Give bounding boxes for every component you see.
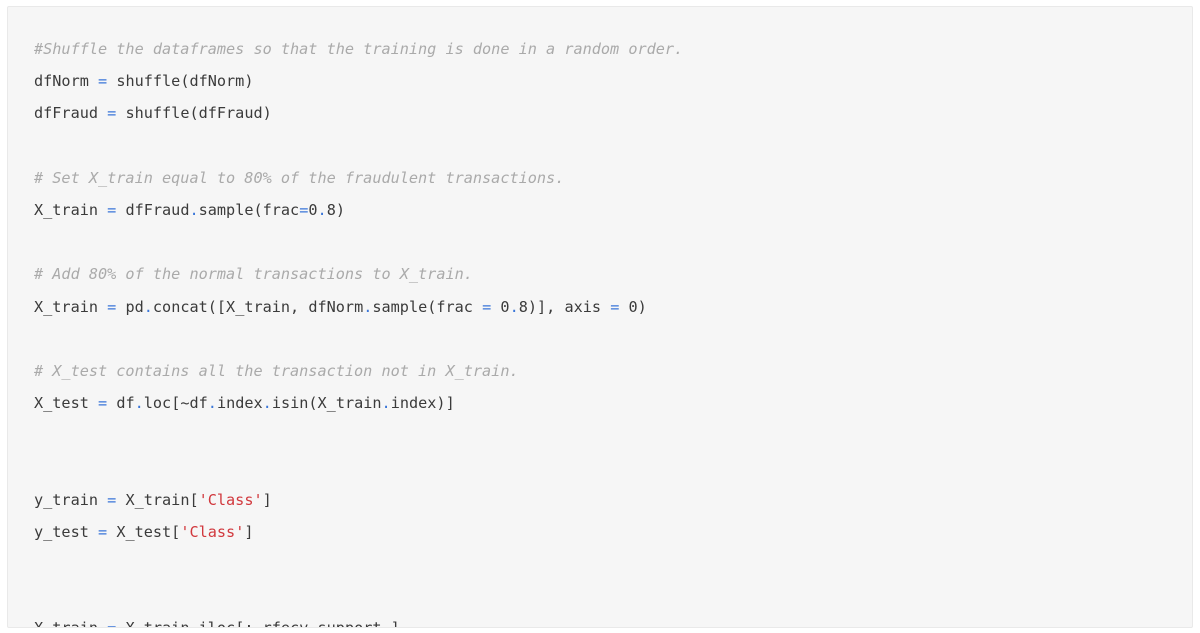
code-token-comment: # Add 80% of the normal transactions to …	[34, 265, 473, 284]
code-token-op: .	[509, 297, 519, 316]
code-token-plain: shuffle(dfNorm)	[107, 72, 254, 91]
code-token-op: =	[610, 297, 620, 316]
code-line: # Set X_train equal to 80% of the fraudu…	[34, 162, 1192, 194]
code-line: X_train = pd.concat([X_train, dfNorm.sam…	[34, 291, 1192, 323]
code-token-op: .	[143, 297, 153, 316]
code-token-comment: # Set X_train equal to 80% of the fraudu…	[34, 168, 565, 187]
code-token-number: 8	[518, 297, 528, 316]
code-token-plain: X_train	[34, 619, 107, 627]
code-token-plain: loc[~df	[143, 394, 208, 413]
code-token-op: =	[98, 522, 108, 541]
code-token-plain: X_train	[116, 619, 189, 627]
code-token-plain: )	[637, 297, 647, 316]
code-token-plain: X_train	[34, 200, 108, 219]
code-token-op: .	[317, 200, 327, 219]
code-line-blank	[34, 548, 1192, 580]
code-token-plain: )	[335, 200, 345, 219]
code-token-op: .	[207, 394, 217, 413]
code-line-blank	[34, 451, 1192, 483]
code-line-blank	[34, 226, 1192, 258]
code-token-number: 0	[308, 200, 318, 219]
code-token-op: .	[363, 297, 373, 316]
code-token-op: =	[107, 297, 117, 316]
code-token-plain: ]	[262, 490, 272, 509]
code-line-blank	[34, 323, 1192, 355]
code-lines-container: #Shuffle the dataframes so that the trai…	[8, 7, 1192, 627]
code-token-op: .	[189, 619, 198, 627]
code-token-plain: )], axis	[527, 297, 611, 316]
code-token-plain: df	[107, 394, 135, 413]
code-line: dfNorm = shuffle(dfNorm)	[34, 65, 1192, 97]
code-line: # X_test contains all the transaction no…	[34, 355, 1192, 387]
code-token-plain: isin(X_train	[271, 394, 382, 413]
code-token-plain: X_train[	[116, 490, 199, 509]
code-token-plain: dfNorm	[34, 72, 99, 91]
code-token-plain	[619, 298, 628, 316]
code-token-op: =	[482, 297, 492, 316]
code-line: # Add 80% of the normal transactions to …	[34, 258, 1192, 290]
code-token-string: 'Class'	[198, 490, 263, 509]
code-token-plain: sample(frac	[198, 200, 300, 219]
code-token-op: =	[107, 200, 117, 219]
code-line: X_test = df.loc[~df.index.isin(X_train.i…	[34, 387, 1192, 419]
code-token-plain: concat([X_train, dfNorm	[152, 297, 364, 316]
code-token-plain: pd	[116, 297, 144, 316]
code-token-plain: index)]	[390, 394, 455, 413]
code-token-op: .	[262, 394, 272, 413]
code-token-plain: iloc[:,rfecv	[199, 619, 309, 627]
code-line: X_train = dfFraud.sample(frac=0.8)	[34, 194, 1192, 226]
code-token-op: =	[107, 104, 117, 123]
code-block[interactable]: #Shuffle the dataframes so that the trai…	[7, 6, 1193, 628]
code-line: #Shuffle the dataframes so that the trai…	[34, 33, 1192, 65]
code-token-plain: X_test[	[107, 522, 181, 541]
code-line: X_train = X_train.iloc[:,rfecv.support_]	[34, 612, 1192, 627]
code-token-plain: support_]	[318, 619, 400, 627]
code-token-number: 0	[500, 297, 510, 316]
code-token-comment: # X_test contains all the transaction no…	[34, 361, 519, 380]
code-token-op: .	[308, 619, 317, 627]
code-token-plain: X_train	[34, 297, 108, 316]
code-token-comment: #Shuffle the dataframes so that the trai…	[34, 40, 684, 58]
code-token-op: =	[98, 72, 108, 91]
code-token-plain: dfFraud	[116, 200, 190, 219]
code-token-plain: index	[216, 394, 263, 413]
code-token-op: =	[107, 490, 117, 509]
code-line-blank	[34, 130, 1192, 162]
code-token-number: 8	[326, 200, 336, 219]
code-line: dfFraud = shuffle(dfFraud)	[34, 97, 1192, 129]
code-token-op: .	[134, 394, 144, 413]
code-token-plain: dfFraud	[34, 104, 108, 123]
code-token-plain: shuffle(dfFraud)	[116, 104, 272, 123]
code-token-plain: X_test	[34, 394, 99, 413]
code-token-op: =	[98, 394, 108, 413]
code-token-string: 'Class'	[180, 522, 245, 541]
code-line: y_train = X_train['Class']	[34, 484, 1192, 516]
code-token-plain: y_test	[34, 522, 99, 541]
code-token-op: =	[107, 619, 116, 627]
code-line-blank	[34, 419, 1192, 451]
code-token-plain: y_train	[34, 490, 108, 509]
code-token-op: =	[299, 200, 309, 219]
code-line: y_test = X_test['Class']	[34, 516, 1192, 548]
code-token-plain: sample(frac	[372, 297, 483, 316]
code-token-op: .	[189, 200, 199, 219]
code-token-number: 0	[628, 297, 638, 316]
code-token-plain: ]	[244, 522, 254, 541]
code-token-op: .	[381, 394, 391, 413]
code-line-blank	[34, 580, 1192, 612]
